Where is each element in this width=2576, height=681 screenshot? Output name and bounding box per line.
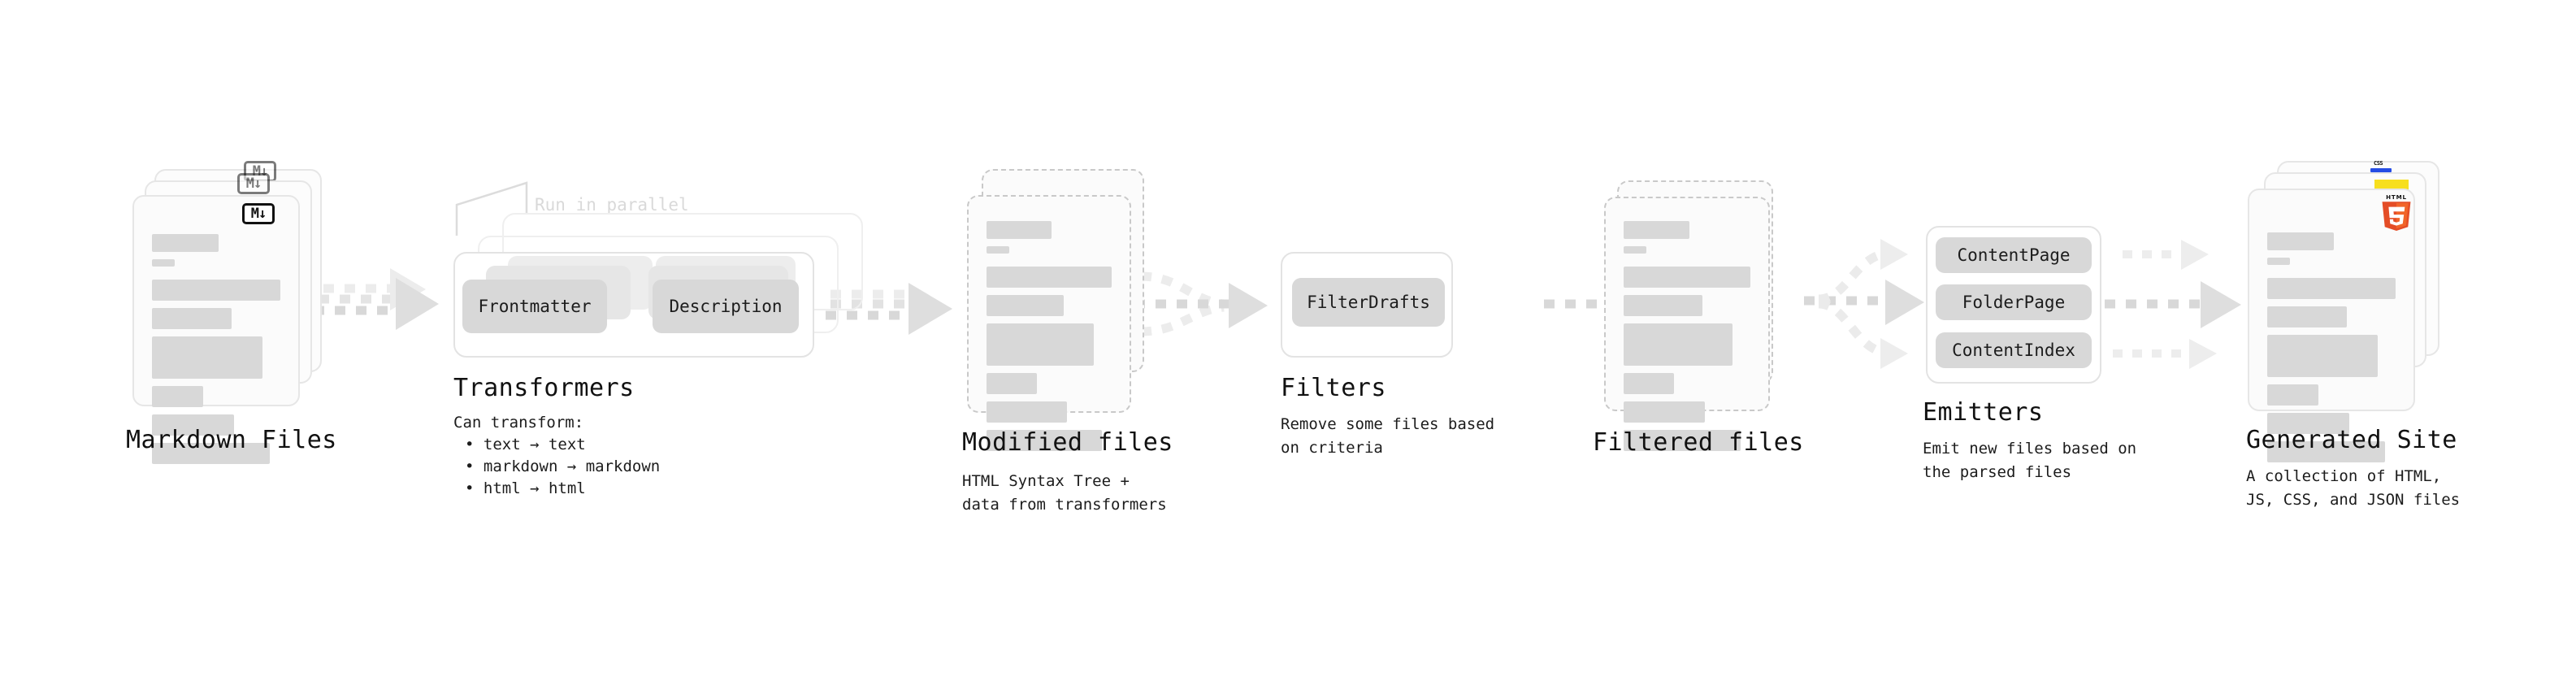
site-card-front[interactable] (2248, 189, 2415, 462)
filtered-card-skeleton (1624, 221, 1750, 458)
html5-icon: HTML (2382, 193, 2411, 231)
filters-title: Filters (1281, 374, 1386, 402)
skeleton-subheading (1624, 246, 1647, 254)
skeleton-subheading (2267, 258, 2291, 265)
skeleton-line (1624, 430, 1741, 451)
skeleton-line (987, 430, 1102, 451)
svg-text:HTML: HTML (2386, 193, 2407, 201)
emitter-pill-contentpage[interactable]: ContentPage (1936, 237, 2092, 273)
modified-card-front[interactable] (967, 195, 1131, 451)
skeleton-heading (987, 221, 1052, 239)
markdown-card-front[interactable] (132, 195, 300, 464)
skeleton-line (152, 336, 262, 379)
emitter-pill-contentindex[interactable]: ContentIndex (1936, 332, 2092, 368)
skeleton-line (2267, 413, 2350, 434)
skeleton-line (987, 267, 1112, 288)
markdown-icon: M↓ (242, 203, 275, 224)
arrow-emitters-to-site (2105, 240, 2241, 369)
transformer-pill-description[interactable]: Description (653, 280, 799, 333)
transformers-subtitle: Can transform: (453, 414, 584, 432)
skeleton-line (1624, 295, 1702, 316)
skeleton-heading (1624, 221, 1690, 239)
skeleton-line (1624, 323, 1733, 366)
skeleton-line (987, 323, 1095, 366)
arrow-filtered-to-emitters (1804, 239, 1924, 369)
skeleton-subheading (152, 259, 176, 267)
filtered-files-title: Filtered files (1593, 428, 1804, 457)
filters-subtitle: Remove some files based on criteria (1281, 415, 1495, 458)
markdown-files-title: Markdown Files (126, 426, 337, 454)
transformers-bullet-0: • text → text (465, 436, 586, 453)
skeleton-line (2267, 441, 2386, 462)
skeleton-line (152, 308, 232, 329)
emitters-title: Emitters (1923, 398, 2044, 427)
markdown-icon-mid: M↓ (237, 173, 270, 194)
arrow-markdown-to-transformers (314, 268, 439, 330)
modified-card-skeleton (987, 221, 1112, 458)
skeleton-heading (152, 234, 219, 252)
arrow-modified-to-filters (1134, 271, 1268, 336)
modified-files-subtitle: HTML Syntax Tree + data from transformer… (962, 472, 1167, 514)
modified-files-title: Modified files (962, 428, 1173, 457)
transformer-pill-frontmatter[interactable]: Frontmatter (462, 280, 607, 333)
skeleton-line (1624, 401, 1705, 423)
skeleton-line (152, 280, 280, 301)
skeleton-line (152, 414, 235, 436)
emitters-subtitle: Emit new files based on the parsed files (1923, 440, 2137, 482)
skeleton-line (1624, 373, 1675, 394)
skeleton-line (152, 443, 271, 464)
skeleton-heading (2267, 232, 2335, 250)
skeleton-line (2267, 278, 2396, 299)
emitter-pill-folderpage[interactable]: FolderPage (1936, 284, 2092, 320)
site-card-skeleton (2267, 232, 2396, 470)
filter-pill-filterdrafts[interactable]: FilterDrafts (1292, 278, 1445, 327)
skeleton-line (2267, 384, 2319, 406)
generated-site-title: Generated Site (2246, 426, 2457, 454)
skeleton-line (152, 386, 204, 407)
css-icon-label: CSS (2374, 160, 2383, 167)
filtered-card-front[interactable] (1604, 197, 1770, 451)
transformers-bullet-2: • html → html (465, 479, 586, 497)
generated-site-subtitle: A collection of HTML, JS, CSS, and JSON … (2246, 467, 2461, 510)
skeleton-line (987, 401, 1067, 423)
run-in-parallel-label: Run in parallel (535, 195, 689, 215)
transformers-bullet-1: • markdown → markdown (465, 458, 661, 475)
css-icon (2370, 168, 2392, 172)
skeleton-line (2267, 306, 2347, 327)
skeleton-line (987, 295, 1065, 316)
skeleton-line (1624, 267, 1750, 288)
markdown-card-skeleton (152, 234, 280, 471)
transformers-title: Transformers (453, 374, 635, 402)
skeleton-subheading (987, 246, 1009, 254)
skeleton-line (987, 373, 1037, 394)
skeleton-line (2267, 335, 2378, 377)
